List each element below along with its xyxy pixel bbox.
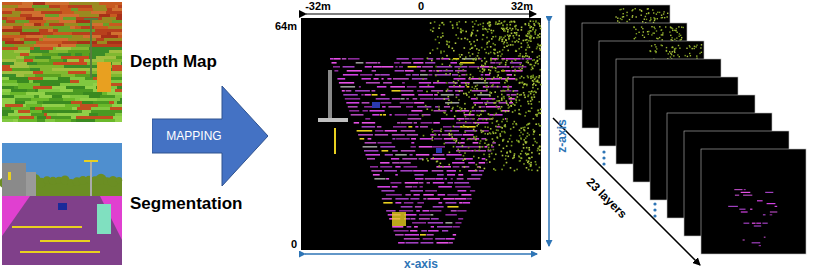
axis-dimension: -32m	[305, 0, 331, 12]
segmentation-image: Segmentation	[2, 143, 122, 265]
depth-map-image: Depth Map	[2, 2, 122, 122]
layers-arrow	[553, 118, 700, 265]
z-axis-line	[548, 22, 550, 246]
axis-dimension: 32m	[511, 0, 533, 12]
axis-name: x-axis	[404, 257, 438, 271]
bev-points	[318, 20, 542, 244]
segmentation-picture	[0, 143, 122, 265]
axis-dimension: 0	[418, 0, 424, 12]
depth-map-picture	[2, 2, 122, 122]
axis-name: z-axis	[555, 119, 569, 152]
image-caption: Segmentation	[130, 194, 242, 214]
axis-dimension: 64m	[275, 20, 297, 32]
image-caption: Depth Map	[130, 52, 217, 72]
width-axis	[306, 13, 536, 14]
layer-count: 23 layers	[584, 175, 630, 221]
bev-grid	[301, 18, 541, 250]
mapping-arrow: MAPPING	[152, 86, 268, 186]
axis-dimension: 0	[291, 238, 297, 250]
arrow-label: MAPPING	[166, 129, 221, 143]
x-axis-line	[305, 253, 537, 255]
layer-stack	[565, 5, 806, 254]
